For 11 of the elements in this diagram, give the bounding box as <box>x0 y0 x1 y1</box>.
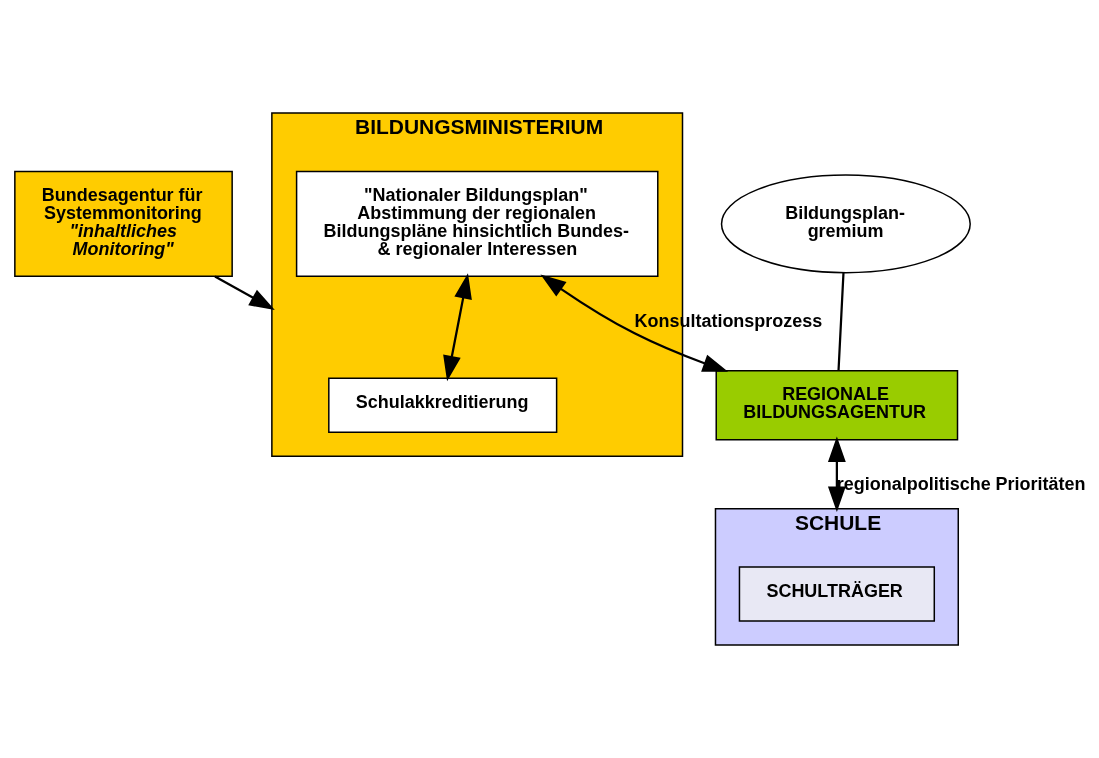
node-box: "Nationaler Bildungsplan" Abstimmung der regionalen Bildungspläne hinsichtlich Bundes- & regionaler Interessen <box>295 170 659 278</box>
node-ellipse: Bildungsplan-gremium <box>720 174 971 274</box>
connector <box>837 272 845 371</box>
node-box: SCHULTRÄGER <box>738 566 936 622</box>
arrow <box>827 436 846 513</box>
node-box: Bundesagentur für Systemmonitoring "inhaltliches Monitoring" <box>14 170 233 278</box>
edge-label: regionalpolitische Prioritäten <box>836 474 1086 495</box>
arrow <box>214 275 275 310</box>
node-box: REGIONALE BILDUNGSAGENTUR <box>715 370 959 441</box>
node-box: Schulakkreditierung <box>328 377 558 433</box>
arrow <box>443 273 472 382</box>
